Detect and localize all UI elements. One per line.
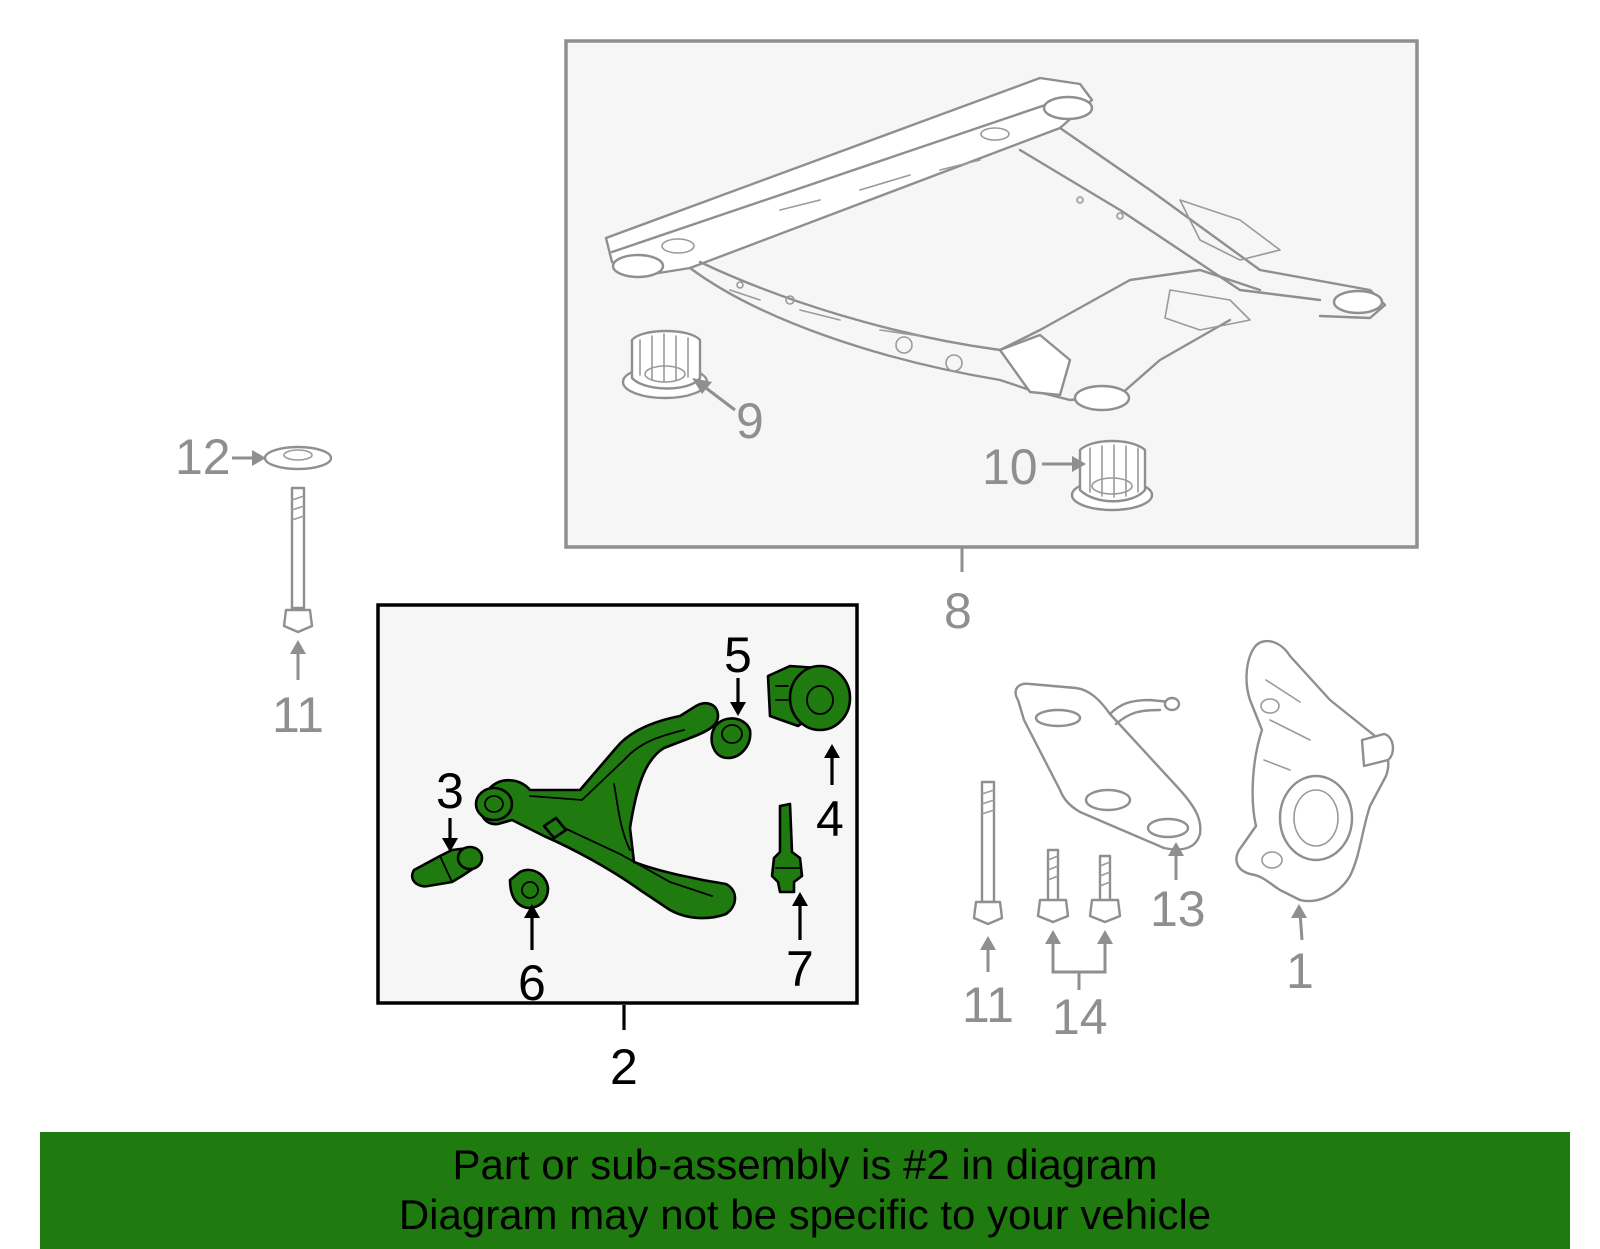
callout-6: 6	[518, 955, 546, 1011]
arrow-11-left	[290, 640, 306, 654]
arrow-7	[792, 892, 808, 906]
leader-14	[1051, 940, 1107, 990]
ball-joint-7[interactable]	[770, 802, 804, 894]
callout-2: 2	[610, 1039, 638, 1095]
callout-9: 9	[736, 393, 764, 449]
arrow-11-right	[980, 936, 996, 950]
bolt-11-left[interactable]	[282, 486, 314, 634]
arrow-1	[1291, 904, 1307, 918]
subframe-bushing-9[interactable]	[621, 329, 709, 400]
callout-11-left: 11	[272, 687, 324, 743]
arrow-14b	[1097, 930, 1113, 944]
bracket-13[interactable]	[1014, 682, 1202, 851]
front-bushing-3[interactable]	[410, 845, 484, 888]
callout-1: 1	[1286, 943, 1314, 999]
banner-line-1: Part or sub-assembly is #2 in diagram	[452, 1141, 1158, 1188]
bushing-insert-5[interactable]	[710, 717, 752, 760]
arrow-3	[442, 838, 458, 852]
callout-13: 13	[1150, 881, 1206, 937]
arrow-14a	[1045, 930, 1061, 944]
info-banner: Part or sub-assembly is #2 in diagram Di…	[40, 1132, 1570, 1249]
callout-14: 14	[1052, 989, 1108, 1045]
bolt-11-right[interactable]	[972, 780, 1004, 926]
lower-control-arm[interactable]	[474, 702, 737, 920]
callout-7: 7	[786, 941, 814, 997]
callout-3: 3	[436, 763, 464, 819]
arrow-6	[524, 904, 540, 918]
callout-5: 5	[724, 627, 752, 683]
callout-10: 10	[982, 439, 1038, 495]
leader-9	[701, 383, 736, 412]
arrow-12	[252, 450, 266, 466]
callout-4: 4	[816, 791, 844, 847]
callout-8: 8	[944, 583, 972, 639]
washer-12[interactable]	[263, 445, 333, 471]
banner-line-2: Diagram may not be specific to your vehi…	[398, 1191, 1212, 1238]
arrow-9	[692, 378, 712, 394]
rear-bushing-4[interactable]	[766, 664, 852, 732]
subframe-bushing-10[interactable]	[1070, 439, 1154, 512]
arrow-13	[1168, 842, 1184, 856]
bolts-14[interactable]	[1036, 848, 1122, 924]
arrow-10	[1072, 456, 1086, 472]
steering-knuckle-1[interactable]	[1235, 639, 1395, 903]
callout-11-right: 11	[962, 977, 1014, 1033]
subframe-drawing[interactable]	[604, 76, 1387, 412]
bushing-insert-6[interactable]	[508, 868, 550, 910]
callout-12: 12	[175, 429, 231, 485]
arrow-4	[824, 744, 840, 758]
arrow-5	[730, 702, 746, 716]
